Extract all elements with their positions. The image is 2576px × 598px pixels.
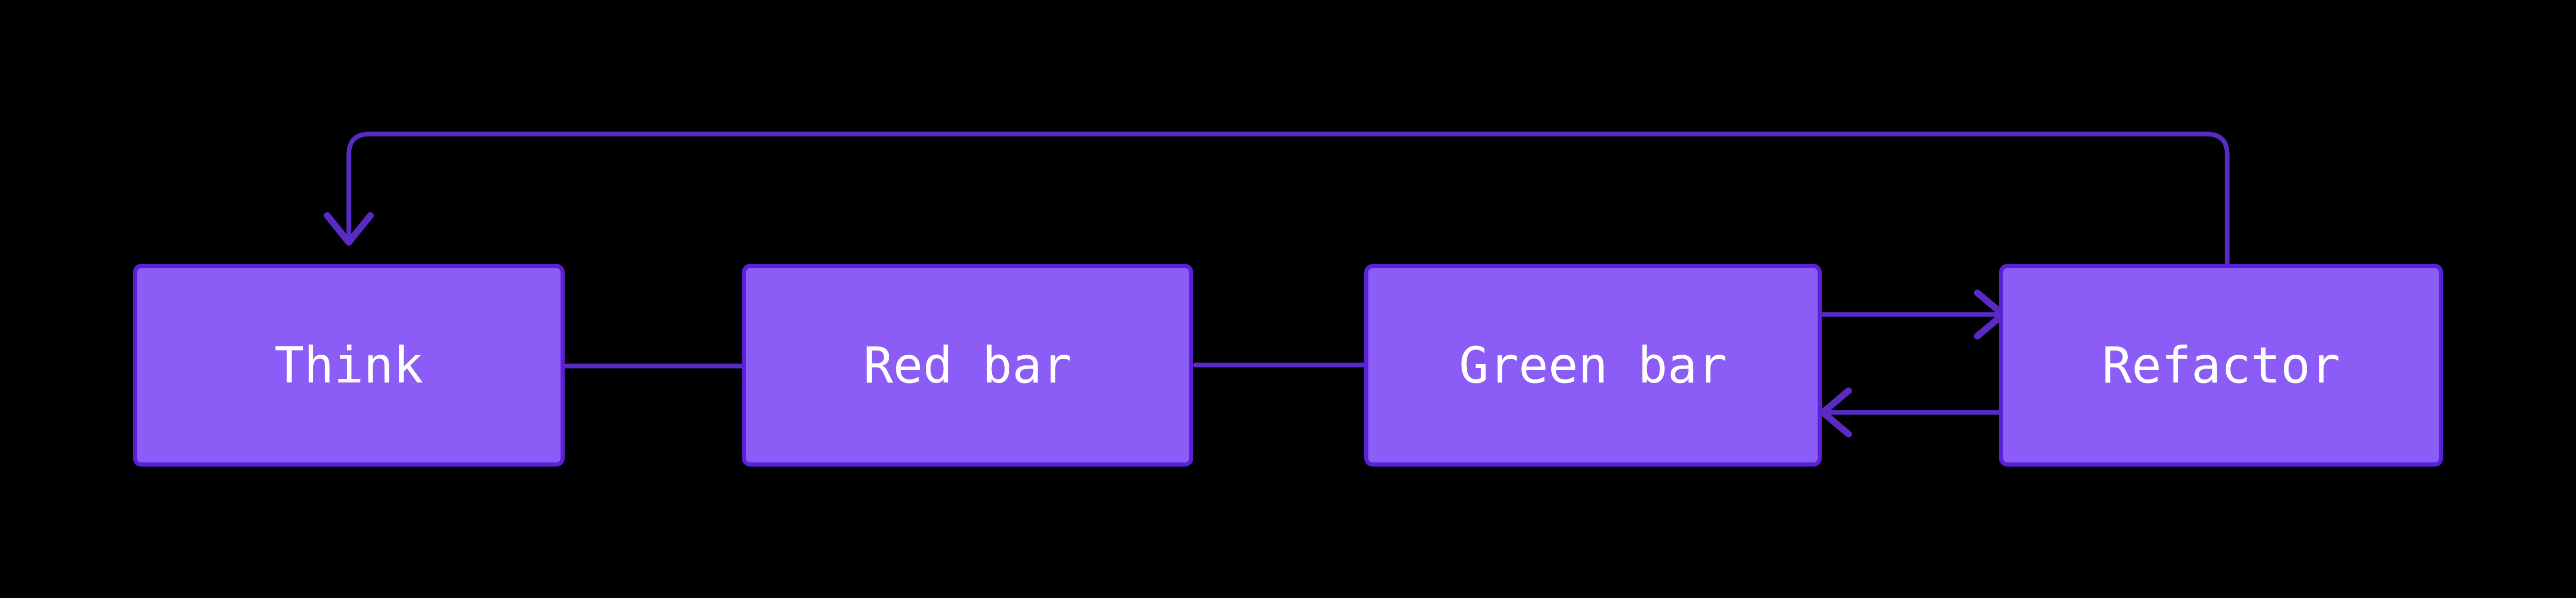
edge-refactor-to-think-loop: [324, 131, 2230, 267]
edge-line: [346, 131, 2230, 267]
node-think[interactable]: Think: [133, 264, 565, 467]
edge-green-bar-to-refactor: [1820, 289, 2007, 340]
node-refactor-label: Refactor: [2102, 336, 2341, 394]
node-red-bar[interactable]: Red bar: [742, 264, 1193, 467]
node-think-label: Think: [274, 336, 423, 394]
edge-refactor-to-green-bar: [1819, 387, 2006, 438]
node-refactor[interactable]: Refactor: [1999, 264, 2443, 467]
node-red-bar-label: Red bar: [863, 336, 1072, 394]
node-green-bar-label: Green bar: [1459, 336, 1727, 394]
node-green-bar[interactable]: Green bar: [1364, 264, 1822, 467]
arrowhead-icon: [1819, 387, 1852, 438]
arrowhead-icon: [324, 212, 374, 246]
